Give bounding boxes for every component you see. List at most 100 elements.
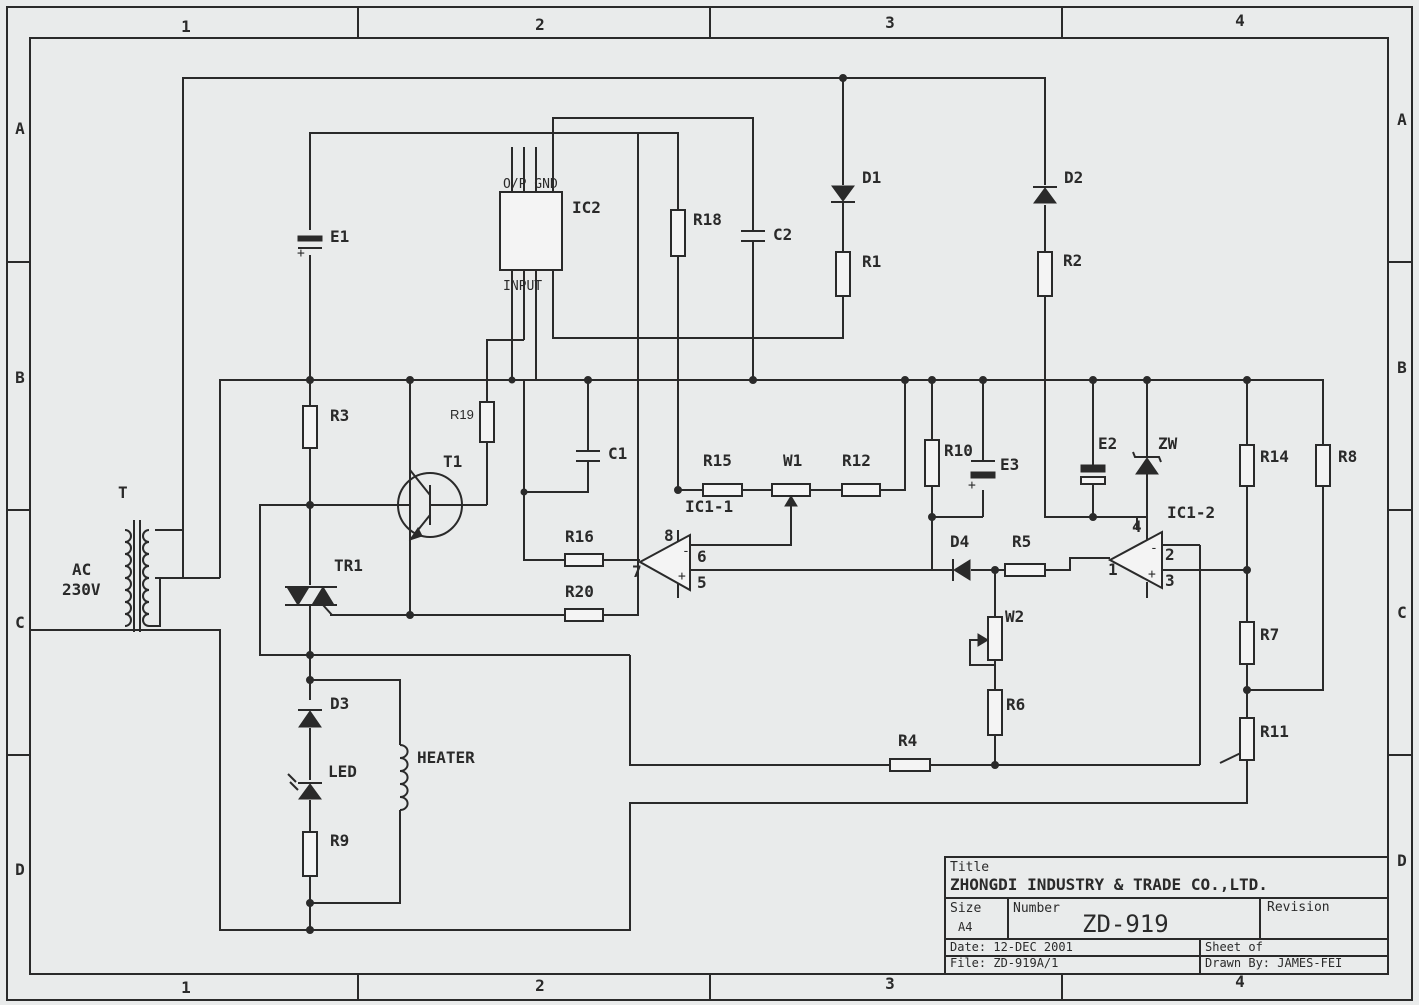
- resistor-r18: R18: [670, 209, 722, 257]
- t1-label: T1: [443, 452, 462, 471]
- frame-col-4-bottom: 4: [1235, 972, 1245, 991]
- opamp-ic1-1: - + IC1-1 8 6 7 5: [632, 497, 733, 598]
- frame-col-1-top: 1: [181, 17, 191, 36]
- c2-label: C2: [773, 225, 792, 244]
- number-caption: Number: [1013, 901, 1060, 916]
- size-value: A4: [958, 920, 972, 934]
- ic1-2-pin4: 4: [1132, 517, 1142, 536]
- r5-label: R5: [1012, 532, 1031, 551]
- e2-label: E2: [1098, 434, 1117, 453]
- resistor-r8: R8: [1315, 444, 1357, 487]
- r6-label: R6: [1006, 695, 1025, 714]
- frame-row-c-right: C: [1397, 603, 1407, 622]
- frame-row-b-right: B: [1397, 358, 1407, 377]
- potentiometer-w1: W1: [771, 451, 811, 507]
- ic1-1-pin7: 7: [632, 562, 642, 581]
- ic2-top-pins-label: O/P GND: [503, 177, 558, 192]
- opamp-ic1-2: - + IC1-2 4 2 1 3: [1107, 503, 1215, 598]
- ac-label: AC: [72, 560, 91, 579]
- junction-dots: [306, 74, 1251, 934]
- drawing-file: File: ZD-919A/1: [950, 956, 1058, 970]
- resistor-r4: R4: [889, 731, 931, 772]
- title-caption: Title: [950, 860, 989, 875]
- ic2-label: IC2: [572, 198, 601, 217]
- w1-label: W1: [783, 451, 802, 470]
- resistor-r2: R2: [1037, 251, 1082, 297]
- sheet-caption: Sheet of: [1205, 940, 1263, 954]
- resistor-r19: R19: [450, 401, 495, 443]
- zw-label: ZW: [1158, 434, 1178, 453]
- ic1-2-minus: -: [1150, 541, 1158, 556]
- frame-col-2-top: 2: [535, 15, 545, 34]
- frame-row-c-left: C: [15, 613, 25, 632]
- ic1-1-minus: -: [682, 544, 690, 559]
- frame-row-a-left: A: [15, 119, 25, 138]
- r14-label: R14: [1260, 447, 1289, 466]
- d2-label: D2: [1064, 168, 1083, 187]
- r18-label: R18: [693, 210, 722, 229]
- resistor-r12: R12: [841, 451, 881, 497]
- resistor-r6: R6: [987, 689, 1025, 736]
- resistor-r14: R14: [1239, 444, 1289, 487]
- heater-label: HEATER: [417, 748, 475, 767]
- ic2-bottom-pins-label: INPUT: [503, 279, 542, 294]
- potentiometer-w2: W2: [977, 607, 1024, 661]
- r20-label: R20: [565, 582, 594, 601]
- r16-label: R16: [565, 527, 594, 546]
- resistor-r16: R16: [564, 527, 604, 567]
- r7-label: R7: [1260, 625, 1279, 644]
- ic1-1-pin6: 6: [697, 547, 707, 566]
- capacitor-c2: C2: [741, 225, 792, 244]
- c1-label: C1: [608, 444, 627, 463]
- resistor-r5: R5: [1004, 532, 1046, 577]
- wiring: [30, 77, 1324, 931]
- frame-col-3-top: 3: [885, 13, 895, 32]
- resistor-r1: R1: [835, 251, 881, 297]
- frame-col-1-bottom: 1: [181, 978, 191, 997]
- capacitor-e2: E2: [1080, 434, 1117, 485]
- frame-col-4-top: 4: [1235, 11, 1245, 30]
- transistor-t1: T1: [397, 380, 463, 615]
- triac-tr1: TR1: [285, 556, 363, 616]
- frame-row-d-right: D: [1397, 851, 1407, 870]
- r8-label: R8: [1338, 447, 1357, 466]
- frame-col-2-bottom: 2: [535, 976, 545, 995]
- r10-label: R10: [944, 441, 973, 460]
- ic1-1-plus: +: [678, 569, 686, 584]
- d1-label: D1: [862, 168, 881, 187]
- ic1-2-plus: +: [1148, 567, 1156, 582]
- ic1-2-pin1: 1: [1108, 560, 1118, 579]
- transformer-t: T AC 230V: [62, 483, 183, 632]
- frame-col-3-bottom: 3: [885, 974, 895, 993]
- ic1-1-pin5: 5: [697, 573, 707, 592]
- drawing-frame: 1 2 3 4 1 2 3 4 A B C D A B C D: [6, 6, 1413, 1001]
- diode-d3: D3: [298, 694, 349, 728]
- e1-polarity: +: [297, 246, 305, 261]
- size-caption: Size: [950, 901, 981, 916]
- capacitor-c1: C1: [576, 444, 627, 463]
- title-block: Title ZHONGDI INDUSTRY & TRADE CO.,LTD. …: [944, 856, 1389, 975]
- frame-row-b-left: B: [15, 368, 25, 387]
- ic1-2-label: IC1-2: [1167, 503, 1215, 522]
- r1-label: R1: [862, 252, 881, 271]
- frame-row-d-left: D: [15, 860, 25, 879]
- ic1-1-pin8: 8: [664, 526, 674, 545]
- ic1-2-pin2: 2: [1165, 545, 1175, 564]
- r2-label: R2: [1063, 251, 1082, 270]
- transformer-label: T: [118, 483, 128, 502]
- resistor-r15: R15: [702, 451, 743, 497]
- company-name: ZHONGDI INDUSTRY & TRADE CO.,LTD.: [950, 875, 1268, 894]
- ic2-regulator: O/P GND INPUT IC2: [499, 177, 601, 294]
- diode-d2: D2: [1033, 168, 1083, 204]
- e1-label: E1: [330, 227, 349, 246]
- capacitor-e3: + E3: [968, 455, 1019, 493]
- resistor-r9: R9: [302, 831, 349, 877]
- r12-label: R12: [842, 451, 871, 470]
- frame-row-a-right: A: [1397, 110, 1407, 129]
- resistor-r7: R7: [1239, 621, 1279, 665]
- e3-label: E3: [1000, 455, 1019, 474]
- d4-label: D4: [950, 532, 969, 551]
- resistor-r20: R20: [564, 582, 604, 622]
- w2-label: W2: [1005, 607, 1024, 626]
